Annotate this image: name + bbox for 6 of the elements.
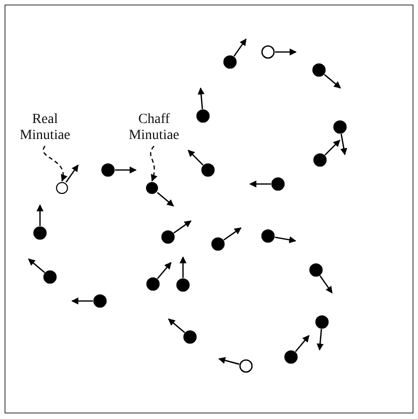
leader-line [150,146,158,182]
leader-line [42,146,67,182]
callout-label: Real Minutiae [14,112,76,144]
minutia-dot [146,182,158,194]
minutia-dot [56,182,68,194]
callout-label: Chaff Minutiae [123,112,185,144]
